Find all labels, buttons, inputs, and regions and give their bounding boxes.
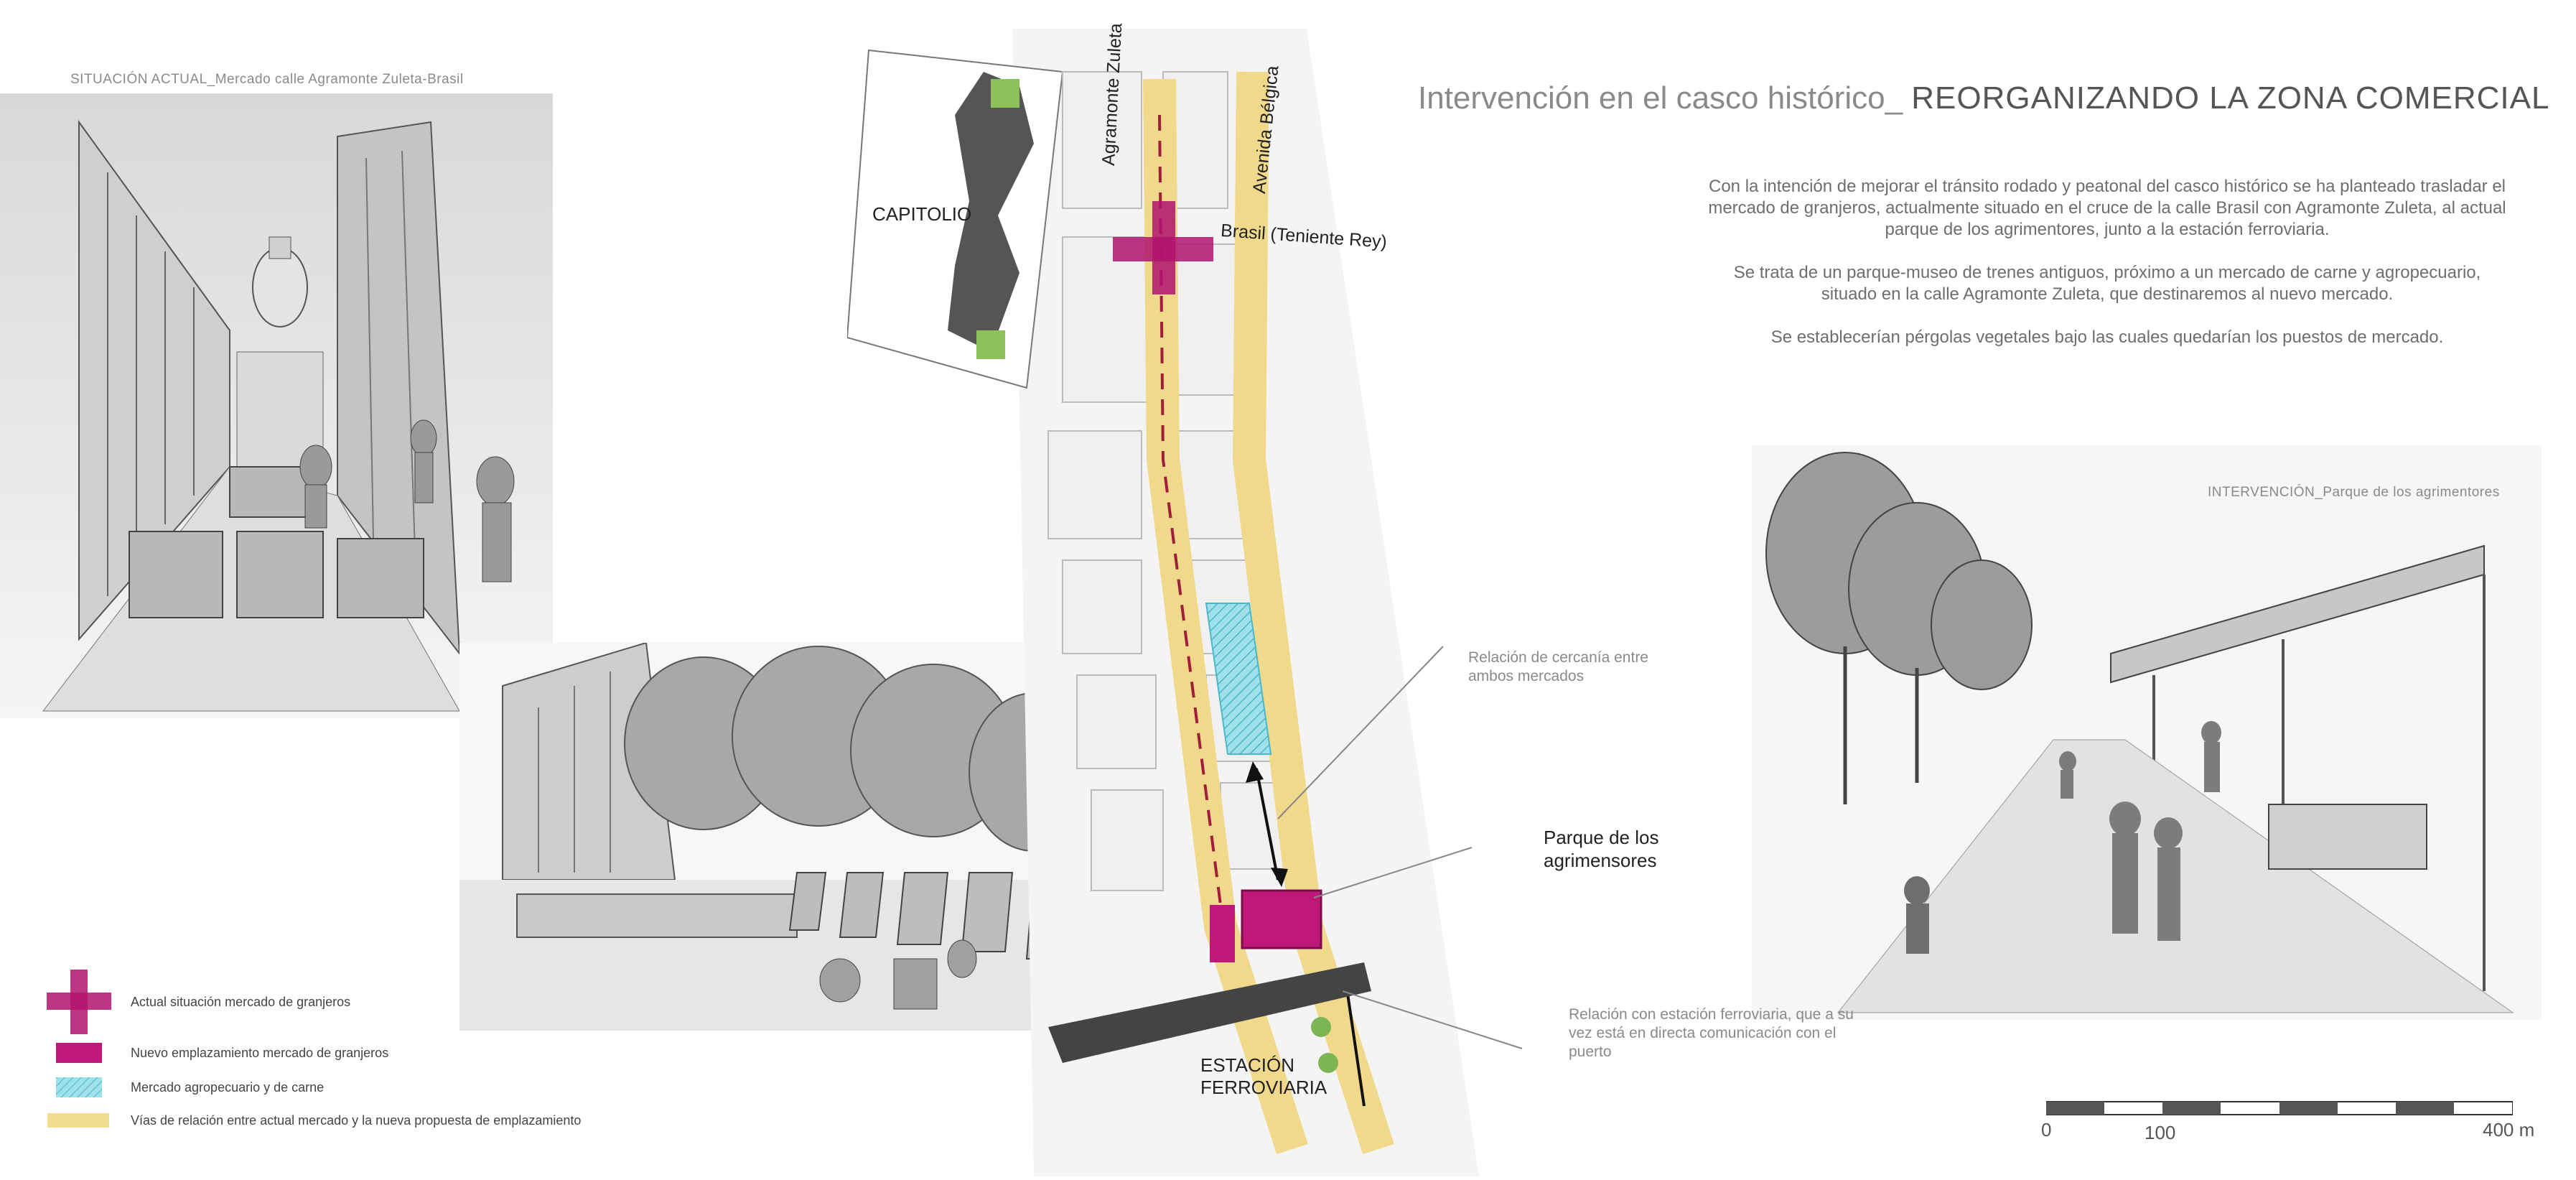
magenta-cross-icon <box>47 970 111 1034</box>
magenta-rect-icon <box>56 1043 102 1063</box>
scale-label-mid: 100 <box>2145 1122 2176 1143</box>
legend-row-current-market: Actual situación mercado de granjeros <box>43 970 350 1034</box>
description-p3: Se establecerían pérgolas vegetales bajo… <box>1770 327 2444 347</box>
scale-label-zero: 0 <box>2041 1119 2052 1140</box>
sketch-plaza-trees <box>459 643 1106 1031</box>
cyan-hatch-icon <box>56 1077 102 1097</box>
label-parque-agrimensores: Parque de los agrimensores <box>1544 827 1659 871</box>
scale-bar-graphic <box>2045 1101 2514 1115</box>
title-lead: Intervención en el casco histórico_ <box>1418 80 1903 116</box>
label-capitolio: CAPITOLIO <box>872 203 972 225</box>
yellow-band-icon <box>47 1113 109 1128</box>
scale-label-end: 400 m <box>2483 1119 2535 1140</box>
note-station: Relación con estación ferroviaria, que a… <box>1569 1006 1854 1060</box>
legend-row-routes: Vías de relación entre actual mercado y … <box>43 1107 581 1133</box>
note-proximity: Relación de cercanía entre ambos mercado… <box>1468 649 1648 684</box>
sketch-current-market <box>0 93 553 718</box>
description-block: Con la intención de mejorar el tránsito … <box>1705 176 2509 348</box>
description-p2: Se trata de un parque-museo de trenes an… <box>1733 263 2481 304</box>
legend-label-current: Actual situación mercado de granjeros <box>131 994 351 1009</box>
sketch-intervention-park <box>1752 445 2542 1020</box>
label-estacion-ferroviaria: ESTACIÓN FERROVIARIA <box>1200 1054 1327 1098</box>
description-p1: Con la intención de mejorar el tránsito … <box>1708 177 2506 239</box>
legend-label-routes: Vías de relación entre actual mercado y … <box>131 1112 582 1128</box>
legend-row-agro-market: Mercado agropecuario y de carne <box>43 1074 324 1100</box>
caption-current-situation: SITUACIÓN ACTUAL_Mercado calle Agramonte… <box>70 72 464 87</box>
legend-label-agro: Mercado agropecuario y de carne <box>131 1079 325 1095</box>
caption-intervention: INTERVENCIÓN_Parque de los agrimentores <box>2208 485 2500 500</box>
legend-row-new-market: Nuevo emplazamiento mercado de granjeros <box>43 1040 388 1066</box>
urban-map <box>846 29 1536 1176</box>
scale-bar <box>2045 1100 2514 1121</box>
title-main: REORGANIZANDO LA ZONA COMERCIAL <box>1911 80 2550 116</box>
page-title: Intervención en el casco histórico_ REOR… <box>1418 80 2549 116</box>
legend-label-new: Nuevo emplazamiento mercado de granjeros <box>131 1045 389 1060</box>
